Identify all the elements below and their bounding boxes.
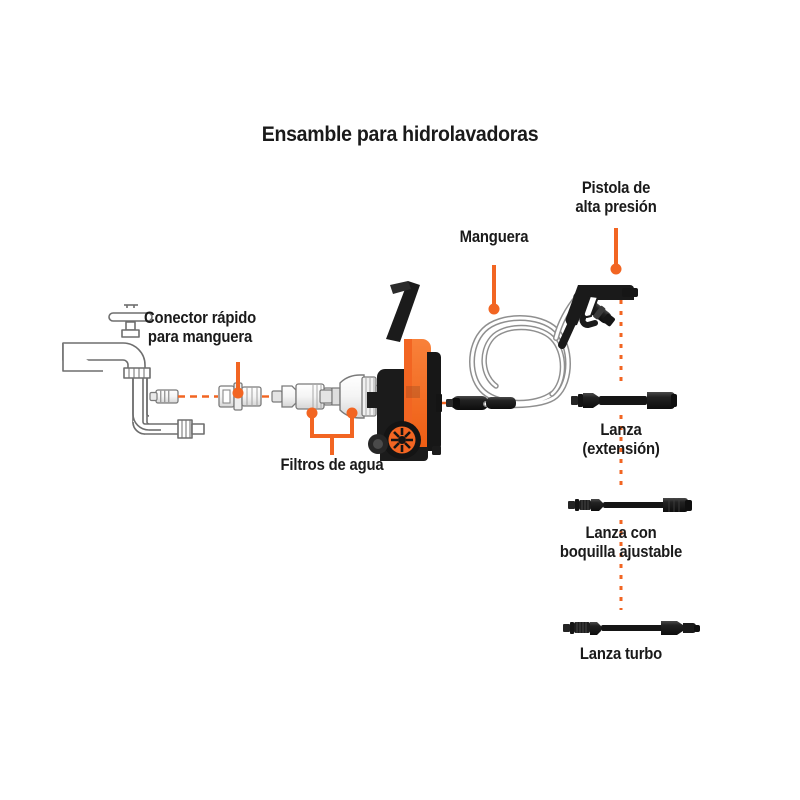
washer-outlet-connector <box>446 396 488 410</box>
hose-part <box>469 293 581 409</box>
hose-connector-left <box>486 397 516 409</box>
leader-quick-connector <box>232 362 244 399</box>
label-water-filters: Filtros de agua <box>280 456 384 474</box>
lance-adjustable-part <box>568 498 692 512</box>
page-title: Ensamble para hidrolavadoras <box>261 123 539 146</box>
pressure-washer-part <box>367 281 442 461</box>
faucet-outlet-fitting <box>149 389 179 404</box>
spray-gun-part <box>558 285 638 349</box>
leader-spray-gun <box>610 228 622 275</box>
label-lance-extension: Lanza (extensión) <box>582 421 660 458</box>
quick-connector-part <box>218 382 262 411</box>
faucet-handle-icon <box>108 304 153 331</box>
faucet-elbow-pipe <box>132 378 161 431</box>
label-lance-turbo: Lanza turbo <box>579 645 663 663</box>
leader-water-filters <box>306 407 358 455</box>
lance-extension-part <box>571 392 677 409</box>
label-quick-connector: Conector rápido para manguera <box>144 309 256 346</box>
label-spray-gun: Pistola de alta presión <box>575 179 657 216</box>
lance-turbo-part <box>563 621 700 635</box>
label-lance-adjustable: Lanza con boquilla ajustable <box>559 524 683 561</box>
label-hose: Manguera <box>459 228 529 246</box>
faucet-part <box>62 304 205 439</box>
leader-hose <box>488 265 500 315</box>
